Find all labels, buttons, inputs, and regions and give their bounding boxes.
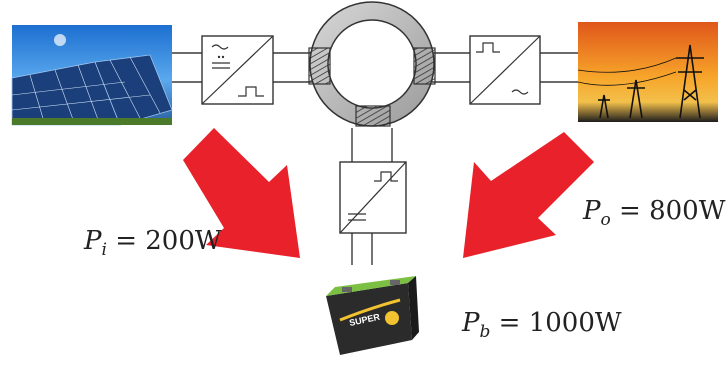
bottom-converter-block bbox=[340, 162, 406, 233]
right-converter-block bbox=[470, 36, 540, 104]
power-lines-photo bbox=[578, 22, 718, 122]
input-power-label: Pi = 200W bbox=[84, 226, 222, 260]
battery-power-label: Pb = 1000W bbox=[462, 308, 622, 342]
toroidal-transformer bbox=[309, 2, 435, 126]
arrow-grid-to-battery bbox=[463, 132, 594, 258]
output-power-label: Po = 800W bbox=[583, 196, 725, 230]
left-converter-block bbox=[202, 36, 273, 104]
solar-panel-photo bbox=[12, 25, 172, 125]
